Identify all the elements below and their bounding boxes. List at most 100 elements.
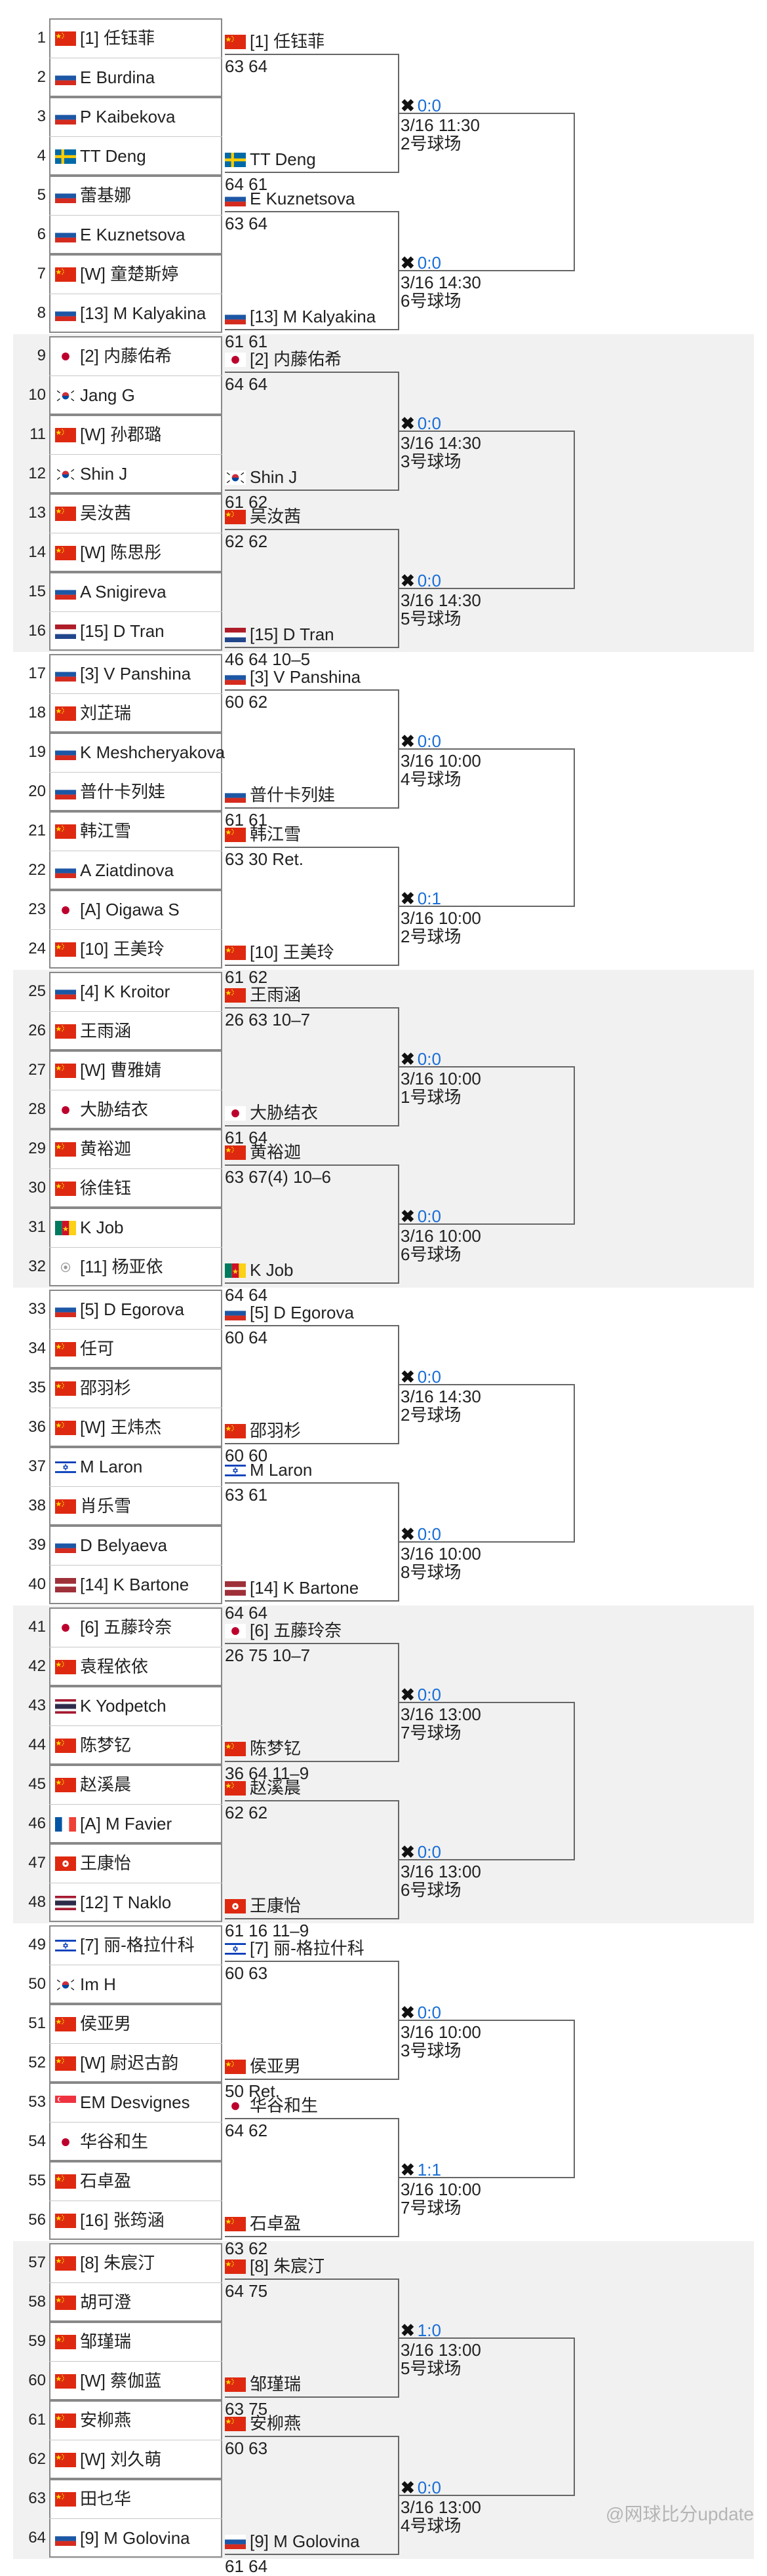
player-entry[interactable]: A Ziatdinova	[55, 860, 174, 880]
player-entry[interactable]: [2] 内藤佑希	[55, 346, 172, 366]
player-name: E Burdina	[80, 67, 155, 87]
player-entry[interactable]: 胡可澄	[55, 2292, 131, 2312]
match-winner[interactable]: 黄裕迦	[225, 1142, 301, 1162]
flag-cn-icon	[225, 2216, 246, 2231]
player-entry[interactable]: [6] 五藤玲奈	[55, 1617, 172, 1637]
match-winner[interactable]: [8] 朱宸汀	[225, 2256, 324, 2276]
player-entry[interactable]: [7] 丽-格拉什科	[55, 1935, 195, 1955]
player-entry[interactable]: 王雨涵	[55, 1021, 131, 1041]
match-winner[interactable]: Shin J	[225, 467, 297, 487]
player-entry[interactable]: D Belyaeva	[55, 1535, 167, 1555]
player-entry[interactable]: Jang G	[55, 385, 135, 405]
player-entry[interactable]: [W] 童楚斯婷	[55, 264, 178, 284]
match-winner[interactable]: E Kuznetsova	[225, 189, 355, 208]
player-entry[interactable]: [1] 任钰菲	[55, 28, 155, 48]
player-entry[interactable]: [13] M Kalyakina	[55, 303, 206, 323]
player-entry[interactable]: [8] 朱宸汀	[55, 2253, 155, 2273]
match-winner[interactable]: 华谷和生	[225, 2096, 318, 2115]
match-winner[interactable]: [6] 五藤玲奈	[225, 1621, 342, 1640]
player-entry[interactable]: K Job	[55, 1218, 124, 1237]
player-entry[interactable]: 石卓盈	[55, 2171, 131, 2191]
player-entry[interactable]: 华谷和生	[55, 2132, 148, 2151]
player-entry[interactable]: [W] 刘久萌	[55, 2450, 161, 2469]
match-winner[interactable]: [15] D Tran	[225, 625, 334, 644]
match-winner[interactable]: 石卓盈	[225, 2214, 301, 2233]
player-entry[interactable]: 侯亚男	[55, 2014, 131, 2033]
player-entry[interactable]: 徐佳钰	[55, 1178, 131, 1198]
match-winner[interactable]: M Laron	[225, 1460, 312, 1480]
player-entry[interactable]: [10] 王美玲	[55, 939, 165, 959]
match-winner[interactable]: [9] M Golovina	[225, 2531, 360, 2551]
player-entry[interactable]: 大胁结衣	[55, 1100, 148, 1119]
player-entry[interactable]: 田乜华	[55, 2489, 131, 2509]
player-entry[interactable]: 赵溪晨	[55, 1775, 131, 1794]
match-winner[interactable]: 王雨涵	[225, 985, 301, 1005]
match-winner[interactable]: TT Deng	[225, 149, 316, 169]
player-entry[interactable]: [11] 杨亚依	[55, 1257, 163, 1277]
player-entry[interactable]: K Meshcheryakova	[55, 742, 225, 762]
player-entry[interactable]: [15] D Tran	[55, 621, 165, 641]
player-entry[interactable]: [5] D Egorova	[55, 1299, 184, 1319]
match-winner[interactable]: 侯亚男	[225, 2056, 301, 2076]
player-entry[interactable]: P Kaibekova	[55, 107, 176, 126]
match-winner[interactable]: 吴汝茜	[225, 507, 301, 526]
match-winner[interactable]: 大胁结衣	[225, 1103, 318, 1123]
player-entry[interactable]: 任可	[55, 1339, 114, 1358]
player-entry[interactable]: 陈梦钇	[55, 1735, 131, 1755]
match-winner[interactable]: [5] D Egorova	[225, 1303, 354, 1322]
player-entry[interactable]: TT Deng	[55, 146, 146, 166]
player-entry[interactable]: [9] M Golovina	[55, 2528, 190, 2548]
match-winner[interactable]: [7] 丽-格拉什科	[225, 1938, 364, 1958]
player-entry[interactable]: 普什卡列娃	[55, 782, 165, 801]
player-entry[interactable]: K Yodpetch	[55, 1696, 167, 1716]
match-winner[interactable]: 普什卡列娃	[225, 785, 335, 805]
match-winner[interactable]: [2] 内藤佑希	[225, 349, 342, 369]
player-entry[interactable]: [16] 张筠涵	[55, 2210, 165, 2230]
match-winner[interactable]: K Job	[225, 1260, 294, 1280]
match-winner[interactable]: [1] 任钰菲	[225, 31, 324, 51]
match-winner[interactable]: 韩江雪	[225, 824, 301, 844]
player-entry[interactable]: E Kuznetsova	[55, 225, 185, 244]
match-winner[interactable]: 王康怡	[225, 1896, 301, 1915]
player-entry[interactable]: 袁程依依	[55, 1657, 148, 1676]
player-entry[interactable]: E Burdina	[55, 67, 155, 87]
player-entry[interactable]: 王康怡	[55, 1853, 131, 1873]
player-entry[interactable]: [4] K Kroitor	[55, 982, 170, 1001]
player-entry[interactable]: [W] 王炜杰	[55, 1417, 161, 1437]
player-entry[interactable]: 肖乐雪	[55, 1496, 131, 1516]
match-winner[interactable]: [13] M Kalyakina	[225, 307, 376, 326]
player-entry[interactable]: [W] 孙郡璐	[55, 425, 161, 444]
player-entry[interactable]: [W] 蔡伽蓝	[55, 2371, 161, 2391]
player-entry[interactable]: [W] 陈思彤	[55, 543, 161, 562]
match-winner[interactable]: 赵溪晨	[225, 1778, 301, 1797]
player-entry[interactable]: 黄裕迦	[55, 1139, 131, 1159]
player-entry[interactable]: 刘芷瑞	[55, 703, 131, 723]
player-entry[interactable]: [3] V Panshina	[55, 664, 191, 683]
player-entry[interactable]: [12] T Naklo	[55, 1893, 171, 1912]
player-entry[interactable]: Shin J	[55, 464, 127, 484]
match-winner[interactable]: 安柳燕	[225, 2413, 301, 2433]
match-winner[interactable]: [3] V Panshina	[225, 667, 361, 687]
player-entry[interactable]: EM Desvignes	[55, 2092, 190, 2112]
player-entry[interactable]: [W] 尉迟古韵	[55, 2053, 178, 2073]
player-entry[interactable]: [A] Oigawa S	[55, 900, 180, 919]
player-entry[interactable]: 邵羽杉	[55, 1378, 131, 1398]
match-winner[interactable]: 邹瑾瑞	[225, 2374, 301, 2394]
player-entry[interactable]: 蕾基娜	[55, 185, 131, 205]
player-entry[interactable]: 安柳燕	[55, 2410, 131, 2430]
player-entry[interactable]: A Snigireva	[55, 582, 167, 602]
player-entry[interactable]: 吴汝茜	[55, 503, 131, 523]
flag-cn-icon	[225, 987, 246, 1003]
player-entry[interactable]: M Laron	[55, 1457, 142, 1476]
player-entry[interactable]: Im H	[55, 1974, 116, 1994]
match-status: ✖0:0	[401, 1685, 441, 1704]
match-winner[interactable]: [10] 王美玲	[225, 942, 334, 962]
player-entry[interactable]: 韩江雪	[55, 821, 131, 841]
match-winner[interactable]: 邵羽杉	[225, 1421, 301, 1440]
player-entry[interactable]: 邹瑾瑞	[55, 2332, 131, 2351]
player-entry[interactable]: [14] K Bartone	[55, 1575, 189, 1594]
match-winner[interactable]: [14] K Bartone	[225, 1578, 359, 1598]
match-winner[interactable]: 陈梦钇	[225, 1739, 301, 1758]
player-entry[interactable]: [A] M Favier	[55, 1814, 172, 1834]
player-entry[interactable]: [W] 曹雅婧	[55, 1060, 161, 1080]
